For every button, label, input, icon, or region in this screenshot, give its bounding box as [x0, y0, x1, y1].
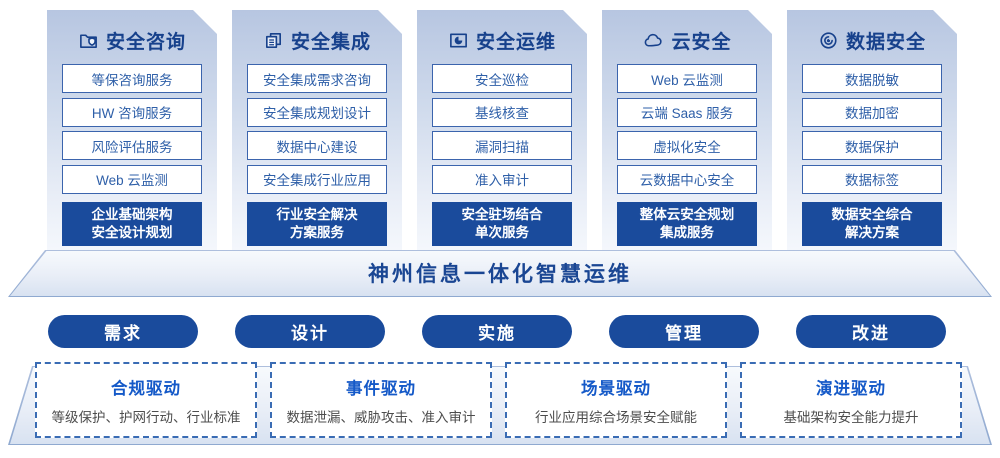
process-pill-design: 设计	[235, 315, 385, 348]
driver-title: 合规驱动	[111, 380, 181, 398]
driver-desc: 基础架构安全能力提升	[783, 410, 919, 425]
driver-box-scenario: 场景驱动 行业应用综合场景安全赋能	[505, 362, 727, 438]
panel-title: 安全运维	[475, 31, 556, 53]
service-item: 准入审计	[432, 165, 572, 194]
panel-data-security: 数据安全 数据脱敏 数据加密 数据保护 数据标签 数据安全综合 解决方案	[787, 10, 957, 250]
driver-title: 场景驱动	[581, 380, 651, 398]
service-item: 云端 Saas 服务	[617, 98, 757, 127]
driver-box-compliance: 合规驱动 等级保护、护网行动、行业标准	[35, 362, 257, 438]
process-pill-implementation: 实施	[422, 315, 572, 348]
service-item: HW 咨询服务	[62, 98, 202, 127]
panel-title: 安全咨询	[105, 31, 186, 53]
service-item: Web 云监测	[62, 165, 202, 194]
panel-footer: 行业安全解决 方案服务	[247, 202, 387, 246]
panel-footer: 安全驻场结合 单次服务	[432, 202, 572, 246]
service-item: 数据标签	[802, 165, 942, 194]
service-item: 安全集成行业应用	[247, 165, 387, 194]
panel-item-list: 数据脱敏 数据加密 数据保护 数据标签	[802, 64, 942, 194]
driver-desc: 行业应用综合场景安全赋能	[535, 410, 697, 425]
driver-box-evolution: 演进驱动 基础架构安全能力提升	[740, 362, 962, 438]
folder-shield-icon	[78, 30, 99, 51]
process-pill-improvement: 改进	[796, 315, 946, 348]
service-item: 云数据中心安全	[617, 165, 757, 194]
panel-cloud-security: 云安全 Web 云监测 云端 Saas 服务 虚拟化安全 云数据中心安全 整体云…	[602, 10, 772, 250]
service-item: 数据保护	[802, 131, 942, 160]
panel-footer: 企业基础架构 安全设计规划	[62, 202, 202, 246]
driver-title: 事件驱动	[346, 380, 416, 398]
service-item: 风险评估服务	[62, 131, 202, 160]
driver-desc: 数据泄漏、威胁攻击、准入审计	[286, 410, 476, 425]
cloud-icon	[642, 30, 664, 51]
panel-security-integration: 安全集成 安全集成需求咨询 安全集成规划设计 数据中心建设 安全集成行业应用 行…	[232, 10, 402, 250]
panel-header: 安全运维	[417, 27, 587, 53]
panel-header: 安全集成	[232, 27, 402, 53]
process-pill-management: 管理	[609, 315, 759, 348]
panel-security-operations: 安全运维 安全巡检 基线核查 漏洞扫描 准入审计 安全驻场结合 单次服务	[417, 10, 587, 250]
service-item: 漏洞扫描	[432, 131, 572, 160]
service-item: 虚拟化安全	[617, 131, 757, 160]
panel-title: 数据安全	[845, 31, 926, 53]
service-item: Web 云监测	[617, 64, 757, 93]
panel-item-list: 等保咨询服务 HW 咨询服务 风险评估服务 Web 云监测	[62, 64, 202, 194]
driver-title: 演进驱动	[816, 380, 886, 398]
panel-footer: 数据安全综合 解决方案	[802, 202, 942, 246]
service-item: 基线核查	[432, 98, 572, 127]
service-item: 数据加密	[802, 98, 942, 127]
panel-title: 安全集成	[290, 31, 371, 53]
banner-title: 神州信息一体化智慧运维	[368, 263, 632, 286]
panel-footer: 整体云安全规划 集成服务	[617, 202, 757, 246]
panel-title: 云安全	[671, 31, 732, 53]
service-item: 等保咨询服务	[62, 64, 202, 93]
panel-item-list: 安全巡检 基线核查 漏洞扫描 准入审计	[432, 64, 572, 194]
service-item: 数据中心建设	[247, 131, 387, 160]
panel-item-list: 安全集成需求咨询 安全集成规划设计 数据中心建设 安全集成行业应用	[247, 64, 387, 194]
driver-box-incident: 事件驱动 数据泄漏、威胁攻击、准入审计	[270, 362, 492, 438]
service-item: 安全巡检	[432, 64, 572, 93]
fingerprint-icon	[818, 30, 839, 51]
panel-header: 数据安全	[787, 27, 957, 53]
service-item: 安全集成需求咨询	[247, 64, 387, 93]
documents-icon	[263, 30, 284, 51]
panel-header: 安全咨询	[47, 27, 217, 53]
process-pill-requirement: 需求	[48, 315, 198, 348]
panel-security-consulting: 安全咨询 等保咨询服务 HW 咨询服务 风险评估服务 Web 云监测 企业基础架…	[47, 10, 217, 250]
banner-trapezoid-fill	[9, 251, 991, 296]
driver-desc: 等级保护、护网行动、行业标准	[51, 410, 241, 425]
panel-header: 云安全	[602, 27, 772, 53]
panel-item-list: Web 云监测 云端 Saas 服务 虚拟化安全 云数据中心安全	[617, 64, 757, 194]
banner-trapezoid	[8, 250, 992, 297]
service-item: 数据脱敏	[802, 64, 942, 93]
pie-folder-icon	[448, 30, 469, 51]
service-item: 安全集成规划设计	[247, 98, 387, 127]
